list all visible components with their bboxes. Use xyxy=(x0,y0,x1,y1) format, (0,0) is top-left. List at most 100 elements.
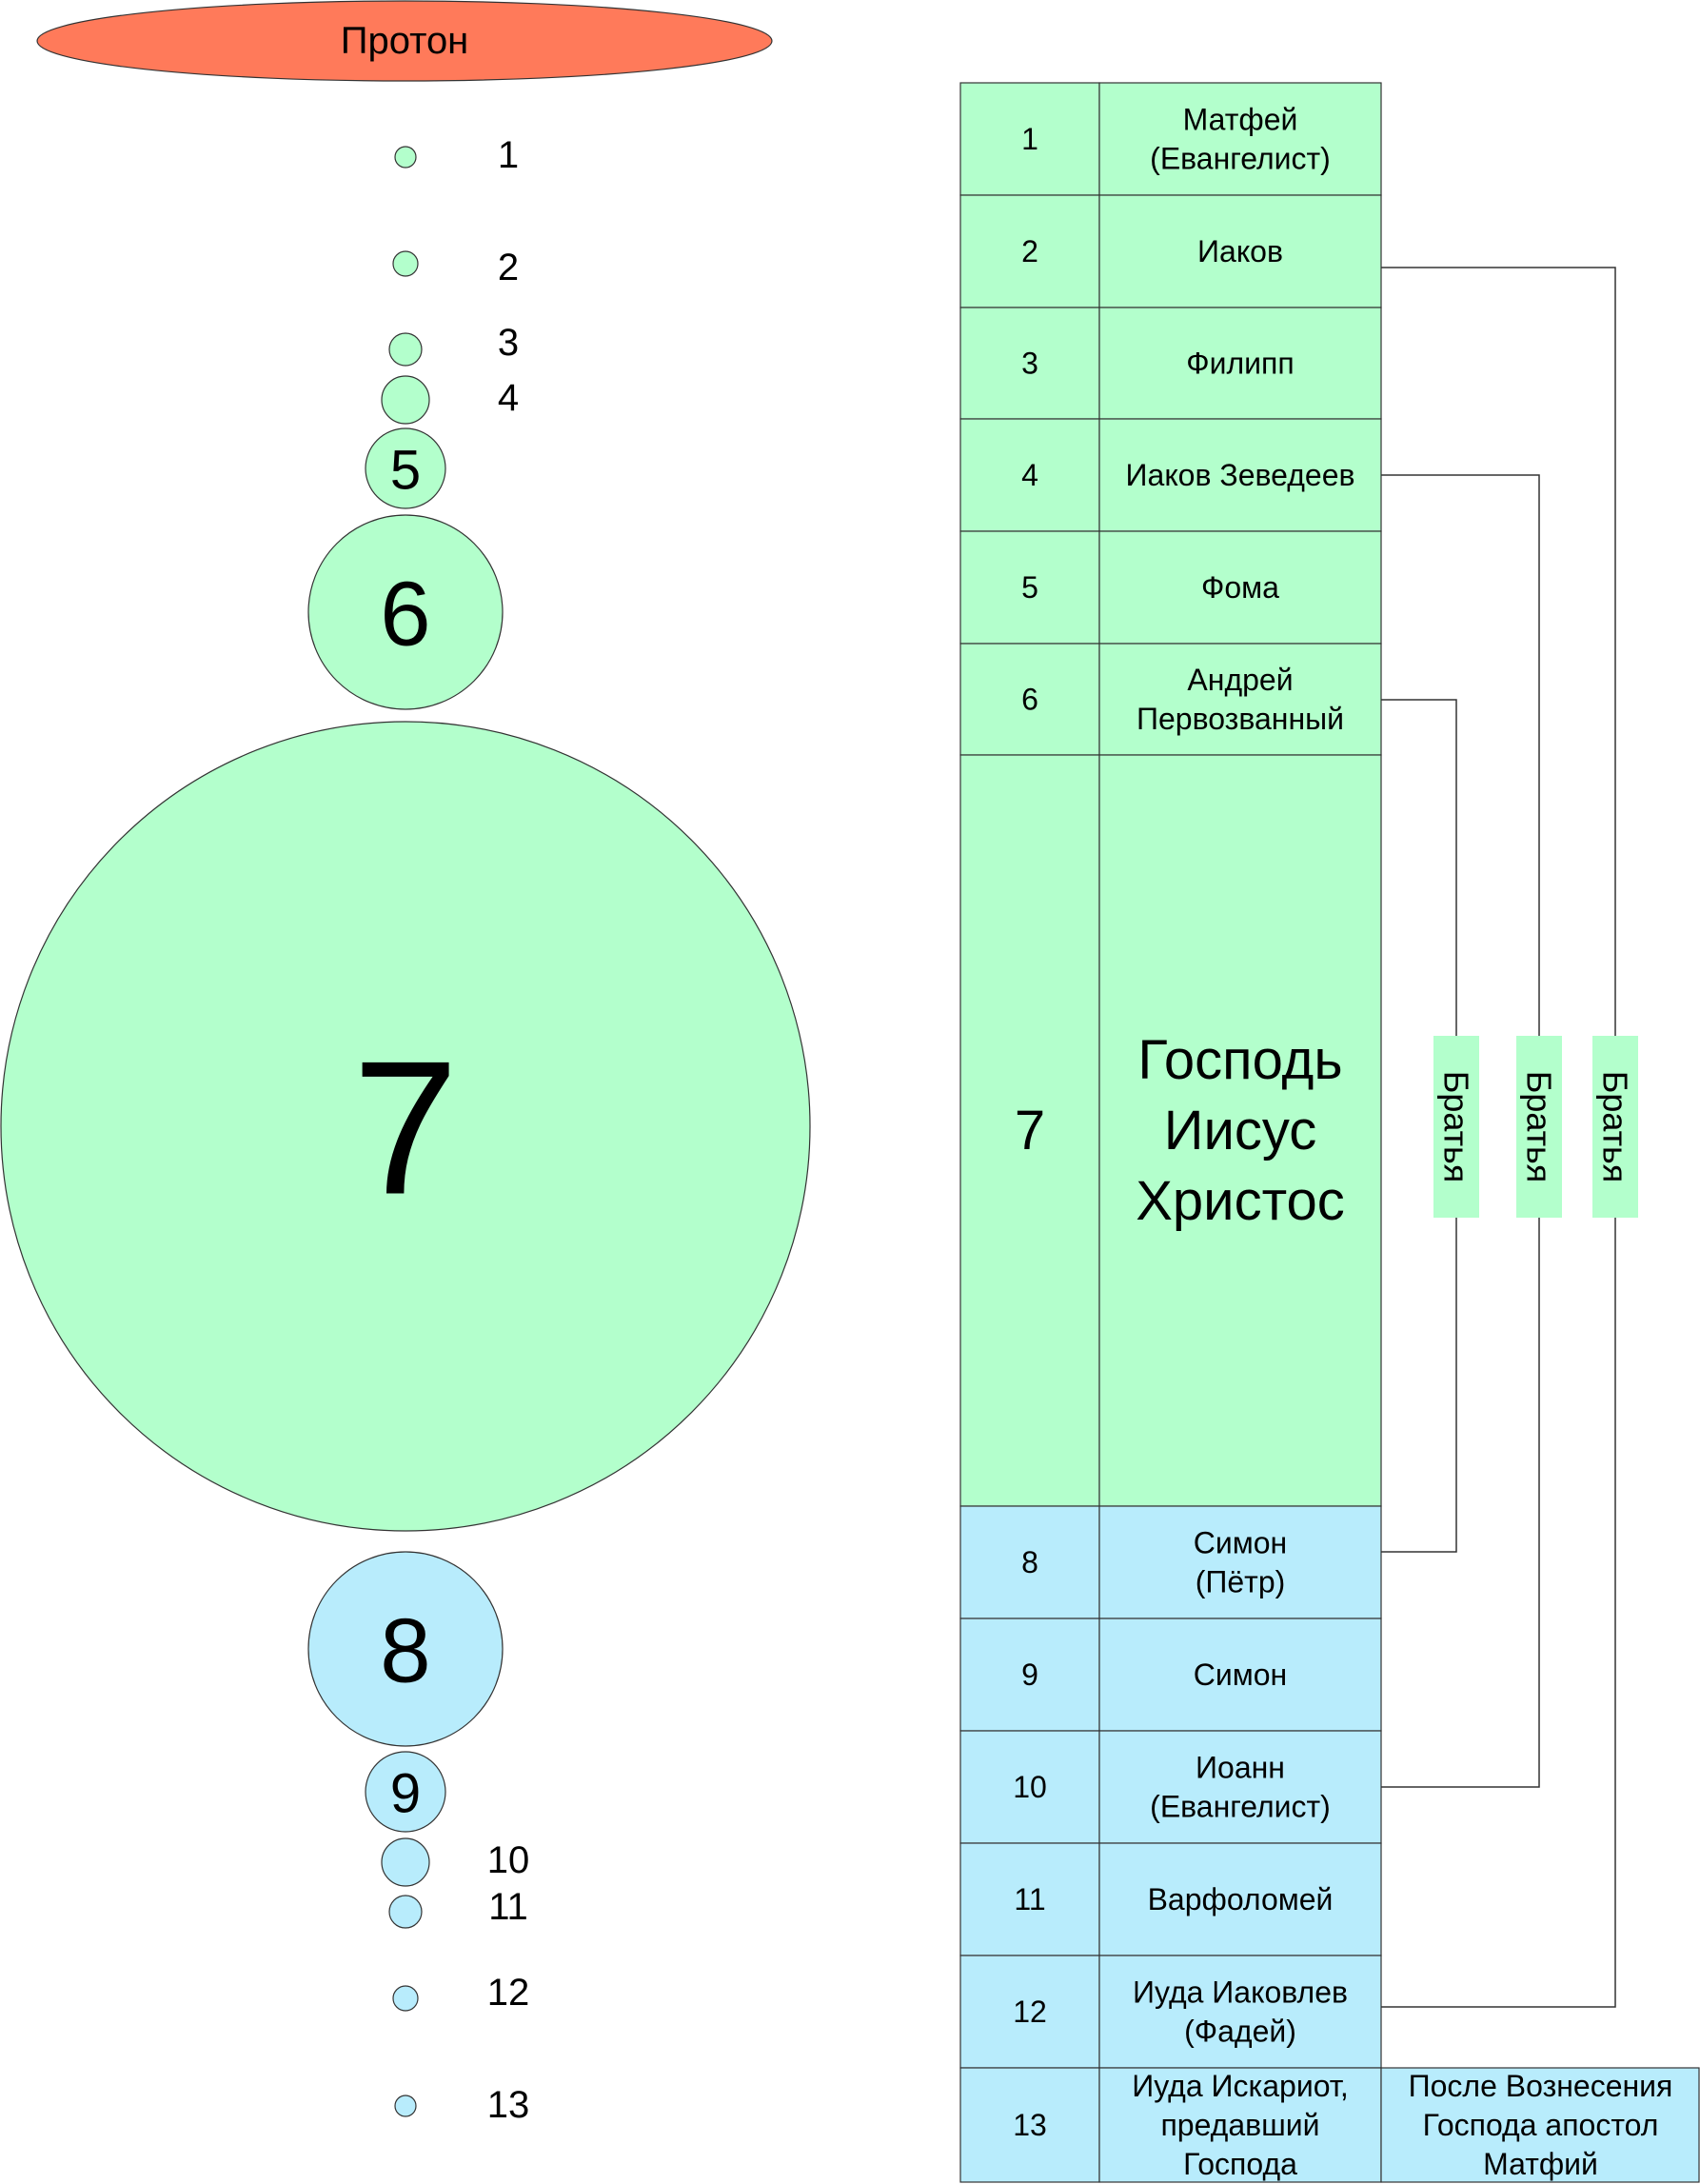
table-name-cell-10 xyxy=(1098,1730,1382,1844)
circle-label-8: 8 xyxy=(380,1600,430,1702)
circle-label-1: 1 xyxy=(498,134,519,176)
table-name-12-line-1: Иуда Иаковлев xyxy=(1133,1976,1348,2010)
brothers-label-2: Братья xyxy=(1520,1071,1559,1183)
table-name-1-line-1: Матфей xyxy=(1183,103,1298,137)
brothers-connectors xyxy=(1381,267,1616,2008)
table-name-11-line-1: Варфоломей xyxy=(1148,1882,1334,1916)
proton-ellipse xyxy=(36,0,773,82)
table-num-5: 5 xyxy=(1021,570,1038,605)
table-num-3: 3 xyxy=(1021,347,1038,381)
brothers-label-box-3 xyxy=(1592,1036,1638,1218)
table-name-10-line-1: Иоанн xyxy=(1196,1751,1285,1785)
table-num-cell-1 xyxy=(959,82,1100,196)
table-name-7-line-1: Господь xyxy=(1137,1029,1342,1091)
circle-label-4: 4 xyxy=(498,377,519,419)
table-num-9: 9 xyxy=(1021,1658,1038,1692)
table-name-6-line-1: Андрей xyxy=(1187,663,1293,697)
brothers-label-box-2 xyxy=(1516,1036,1562,1218)
table-num-10: 10 xyxy=(1013,1770,1047,1804)
circle-3 xyxy=(388,332,423,367)
circle-label-3: 3 xyxy=(498,322,519,364)
table-name-cell-1 xyxy=(1098,82,1382,196)
brothers-bracket-3 xyxy=(1381,267,1616,2008)
circle-label-7: 7 xyxy=(352,1023,458,1235)
table-num-cell-5 xyxy=(959,530,1100,645)
table-num-cell-11 xyxy=(959,1842,1100,1956)
table-num-cell-13 xyxy=(959,2067,1100,2183)
table-name-cell-11 xyxy=(1098,1842,1382,1956)
table-num-12: 12 xyxy=(1013,1995,1047,2029)
circle-5 xyxy=(365,427,446,509)
table-name-cell-3 xyxy=(1098,307,1382,420)
circle-7 xyxy=(0,721,811,1532)
table-name-10-line-2: (Евангелист) xyxy=(1150,1790,1331,1824)
table-extra-line-1: После Вознесения xyxy=(1409,2069,1673,2103)
table-num-8: 8 xyxy=(1021,1545,1038,1579)
table-name-7-line-2: Иисус xyxy=(1164,1100,1316,1161)
table-name-7-line-3: Христос xyxy=(1136,1170,1345,1232)
table-name-13-line-3: Господа xyxy=(1183,2147,1297,2181)
table-num-7: 7 xyxy=(1015,1100,1045,1161)
circle-label-12: 12 xyxy=(487,1972,530,2014)
table-num-cell-2 xyxy=(959,194,1100,308)
table-num-1: 1 xyxy=(1021,122,1038,156)
table-extra-line-2: Господа апостол xyxy=(1423,2108,1659,2142)
table-name-cell-9 xyxy=(1098,1618,1382,1732)
table-extra-line-3: Матфий xyxy=(1483,2147,1598,2181)
table-name-cell-2 xyxy=(1098,194,1382,308)
circle-label-5: 5 xyxy=(390,440,421,502)
circle-13 xyxy=(394,2095,417,2117)
brothers-label-3: Братья xyxy=(1596,1071,1635,1183)
circle-label-11: 11 xyxy=(488,1886,528,1928)
brothers-labels: Братья Братья Братья xyxy=(1433,1036,1638,1218)
table-name-8-line-2: (Пётр) xyxy=(1196,1565,1286,1599)
table-name-9-line-1: Симон xyxy=(1194,1658,1287,1692)
proton-label: Протон xyxy=(341,20,469,62)
table-name-cell-6 xyxy=(1098,643,1382,756)
circle-label-10: 10 xyxy=(487,1839,530,1881)
table-num-11: 11 xyxy=(1014,1882,1045,1916)
circle-8 xyxy=(307,1551,504,1747)
table-name-cell-4 xyxy=(1098,418,1382,532)
circle-label-9: 9 xyxy=(390,1763,421,1825)
table-name-8-line-1: Симон xyxy=(1194,1526,1287,1560)
table-extra-cell xyxy=(1380,2067,1700,2183)
table-num-cell-10 xyxy=(959,1730,1100,1844)
table-name-2-line-1: Иаков xyxy=(1197,234,1283,268)
table-name-cell-8 xyxy=(1098,1505,1382,1619)
table-name-12-line-2: (Фадей) xyxy=(1184,2015,1296,2049)
table-name-5-line-1: Фома xyxy=(1201,570,1279,605)
circle-10 xyxy=(381,1837,430,1887)
table-num-cell-8 xyxy=(959,1505,1100,1619)
table-name-13-line-2: предавший xyxy=(1160,2108,1319,2142)
table-num-cell-6 xyxy=(959,643,1100,756)
table-name-6-line-2: Первозванный xyxy=(1137,702,1344,736)
table-name-cell-5 xyxy=(1098,530,1382,645)
table-num-2: 2 xyxy=(1021,234,1038,268)
table-num-6: 6 xyxy=(1021,683,1038,717)
circle-2 xyxy=(392,250,419,277)
table-num-cell-7 xyxy=(959,754,1100,1507)
table-name-cell-12 xyxy=(1098,1955,1382,2069)
circle-9 xyxy=(365,1751,446,1833)
circle-label-6: 6 xyxy=(380,564,430,665)
table-name-3-line-1: Филипп xyxy=(1186,347,1294,381)
circle-4 xyxy=(381,375,430,425)
table-name-1-line-2: (Евангелист) xyxy=(1150,142,1331,176)
brothers-label-1: Братья xyxy=(1437,1071,1476,1183)
table-name-cell-13 xyxy=(1098,2067,1382,2183)
circle-label-13: 13 xyxy=(487,2084,530,2126)
table-num-cell-12 xyxy=(959,1955,1100,2069)
table-num-13: 13 xyxy=(1013,2108,1047,2142)
table-num-cell-9 xyxy=(959,1618,1100,1732)
circle-11 xyxy=(388,1895,423,1929)
brothers-label-box-1 xyxy=(1433,1036,1479,1218)
table-name-13-line-1: Иуда Искариот, xyxy=(1132,2069,1349,2103)
table-num-cell-4 xyxy=(959,418,1100,532)
table-num-4: 4 xyxy=(1021,458,1038,492)
circle-1 xyxy=(394,146,417,169)
circle-6 xyxy=(307,514,504,710)
